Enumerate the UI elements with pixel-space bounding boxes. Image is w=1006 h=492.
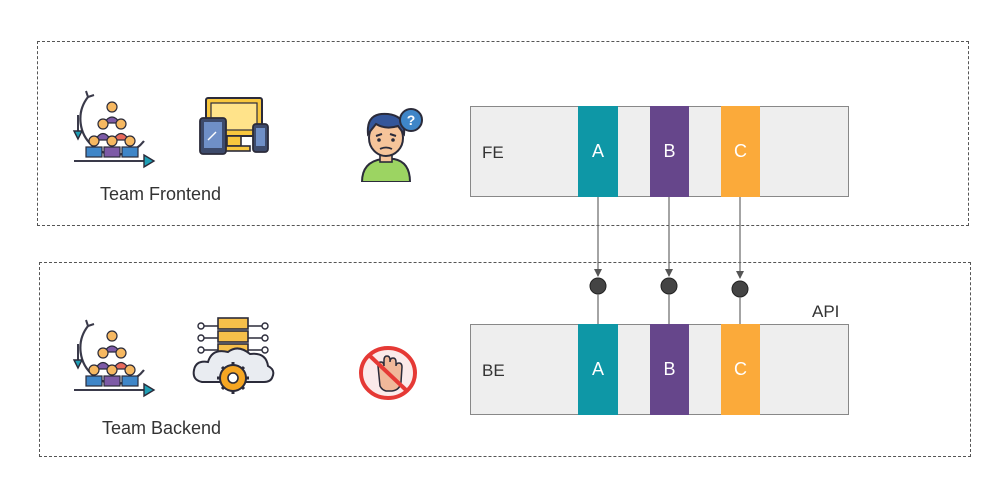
backend-segment-a-label: A [591, 359, 604, 379]
backend-segment-b-label: B [663, 359, 676, 379]
stop-hand-icon [358, 346, 418, 400]
frontend-segment-a: A [578, 106, 618, 197]
devices-icon [198, 96, 270, 158]
team-backend-label: Team Backend [102, 418, 222, 438]
svg-text:?: ? [407, 112, 416, 128]
agile-team-icon [66, 318, 156, 402]
team-frontend-label: Team Frontend [100, 184, 222, 204]
frontend-segment-c-label: C [734, 141, 747, 161]
frontend-panel [37, 41, 969, 226]
backend-panel [39, 262, 971, 457]
backend-layer-label: BE [482, 361, 505, 380]
backend-segment-c: C [721, 324, 760, 415]
frontend-segment-c: C [721, 106, 760, 197]
frontend-segment-a-label: A [591, 141, 604, 161]
api-label: API [812, 302, 840, 321]
server-cloud-icon [190, 316, 276, 396]
confused-developer-icon: ? [352, 106, 424, 183]
backend-segment-c-label: C [734, 359, 747, 379]
frontend-segment-b-label: B [663, 141, 676, 161]
backend-segment-b: B [650, 324, 689, 415]
agile-team-icon [66, 89, 156, 173]
frontend-segment-b: B [650, 106, 689, 197]
frontend-layer-label: FE [482, 143, 504, 162]
backend-segment-a: A [578, 324, 618, 415]
